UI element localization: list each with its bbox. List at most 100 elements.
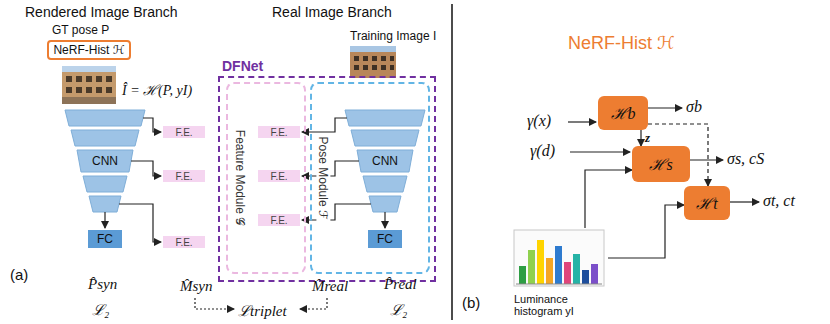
histogram-chart: [514, 230, 604, 286]
art-polygon: [83, 176, 127, 192]
connector: [608, 205, 684, 258]
art-path: [568, 121, 596, 122]
art-rect: [76, 87, 82, 93]
node-text: F.E.: [175, 237, 192, 248]
art-polygon: [363, 176, 407, 192]
art-rect: [555, 246, 562, 284]
art-polygon: [351, 130, 419, 146]
model-box: NeRF-Hist ℋ: [47, 40, 131, 60]
art-rect: [86, 76, 92, 82]
art-rect: [96, 76, 102, 82]
feature-extractor: F.E.: [258, 126, 300, 138]
art-rect: [86, 87, 92, 93]
art-rect: [519, 266, 526, 284]
art-rect: [573, 254, 580, 284]
art-path: [648, 107, 682, 108]
label-text: Rendered Image Branch: [25, 4, 178, 20]
art-rect: [390, 56, 394, 61]
art-polygon: [369, 196, 401, 212]
fc-layer: FC: [88, 230, 122, 248]
feature-extractor: F.E.: [163, 236, 205, 248]
art-path: [730, 201, 759, 202]
rendered-photo: [62, 66, 116, 104]
mlp-block: ℋt: [684, 186, 730, 220]
art-rect: [66, 87, 72, 93]
art-path: [119, 204, 161, 242]
art-polygon: [89, 196, 121, 212]
label-text: (b): [462, 294, 480, 311]
connector: [640, 130, 641, 146]
art-polygon: [345, 110, 425, 126]
art-path: [302, 118, 347, 132]
node-text: F.E.: [175, 127, 192, 138]
art-rect: [350, 46, 396, 78]
art-rect: [372, 65, 377, 70]
node-text: DFNet: [222, 58, 263, 74]
label-text: γ(x): [527, 112, 551, 130]
label-text: GT pose P: [52, 23, 109, 37]
art-path: [384, 212, 385, 228]
art-rect: [528, 250, 535, 284]
art-path: [131, 161, 161, 176]
art-polygon: [71, 130, 139, 146]
label-text: P̂syn: [88, 276, 117, 293]
art-rect: [390, 65, 394, 70]
dfnet-frame: DFNetFeature Module 𝒢F.E.F.E.F.E.Pose Mo…: [218, 76, 436, 282]
feature-extractor: F.E.: [163, 170, 205, 182]
art-path: [570, 151, 630, 152]
node-text: Luminance histogram yI: [514, 293, 608, 318]
art-line: [516, 284, 602, 285]
feature-extractor: F.E.: [163, 126, 205, 138]
node-text: F.E.: [270, 171, 287, 182]
art-rect: [363, 65, 368, 70]
label-text: P̂real: [384, 276, 417, 293]
mlp-block: ℋs: [632, 146, 690, 182]
art-rect: [537, 240, 544, 284]
art-rect: [354, 65, 359, 70]
feature-extractor: F.E.: [258, 214, 300, 226]
label-text: σt, ct: [763, 192, 795, 210]
node-text: F.E.: [175, 171, 192, 182]
node-text: FC: [377, 232, 393, 246]
panel-divider: [451, 4, 453, 320]
pose-module: Pose Module ℱ FC: [310, 82, 430, 274]
art-rect: [62, 72, 116, 104]
node-text: ℋt: [696, 192, 717, 214]
art-rect: [354, 56, 359, 61]
node-text: ℋb: [611, 102, 636, 124]
node-text: F.E.: [270, 127, 287, 138]
art-rect: [591, 264, 598, 284]
art-rect: [106, 76, 112, 82]
connector: [585, 170, 632, 228]
label-text: CNN: [372, 154, 398, 168]
label-text: NeRF-Hist ℋ: [568, 32, 675, 54]
art-rect: [363, 56, 368, 61]
art-rect: [546, 258, 553, 284]
label-text: ℒ₂: [92, 299, 109, 319]
label-text: M̂real: [312, 278, 348, 295]
node-text: F.E.: [270, 215, 287, 226]
art-rect: [582, 270, 589, 284]
feature-module: Feature Module 𝒢 F.E. F.E. F.E.: [226, 82, 306, 274]
art-polygon: [65, 110, 145, 126]
node-text: Feature Module 𝒢: [233, 130, 247, 226]
label-text: γ(d): [530, 142, 555, 160]
feature-arrows: [105, 118, 385, 242]
label-text: σs, cS: [727, 150, 764, 168]
art-polygon: [357, 150, 413, 172]
art-path: [302, 204, 371, 220]
node-text: FC: [97, 232, 113, 246]
art-rect: [66, 76, 72, 82]
art-path: [300, 298, 327, 309]
art-rect: [62, 97, 116, 104]
label-text: σb: [686, 98, 702, 116]
label-text: Real Image Branch: [272, 4, 392, 20]
node-text: Pose Module ℱ: [316, 135, 330, 222]
training-photo: [350, 46, 396, 78]
art-polygon: [77, 150, 133, 172]
label-text: M̂syn: [180, 278, 213, 295]
art-rect: [381, 65, 386, 70]
art-path: [143, 118, 161, 132]
art-rect: [62, 66, 116, 104]
node-text: ℋs: [649, 153, 672, 175]
